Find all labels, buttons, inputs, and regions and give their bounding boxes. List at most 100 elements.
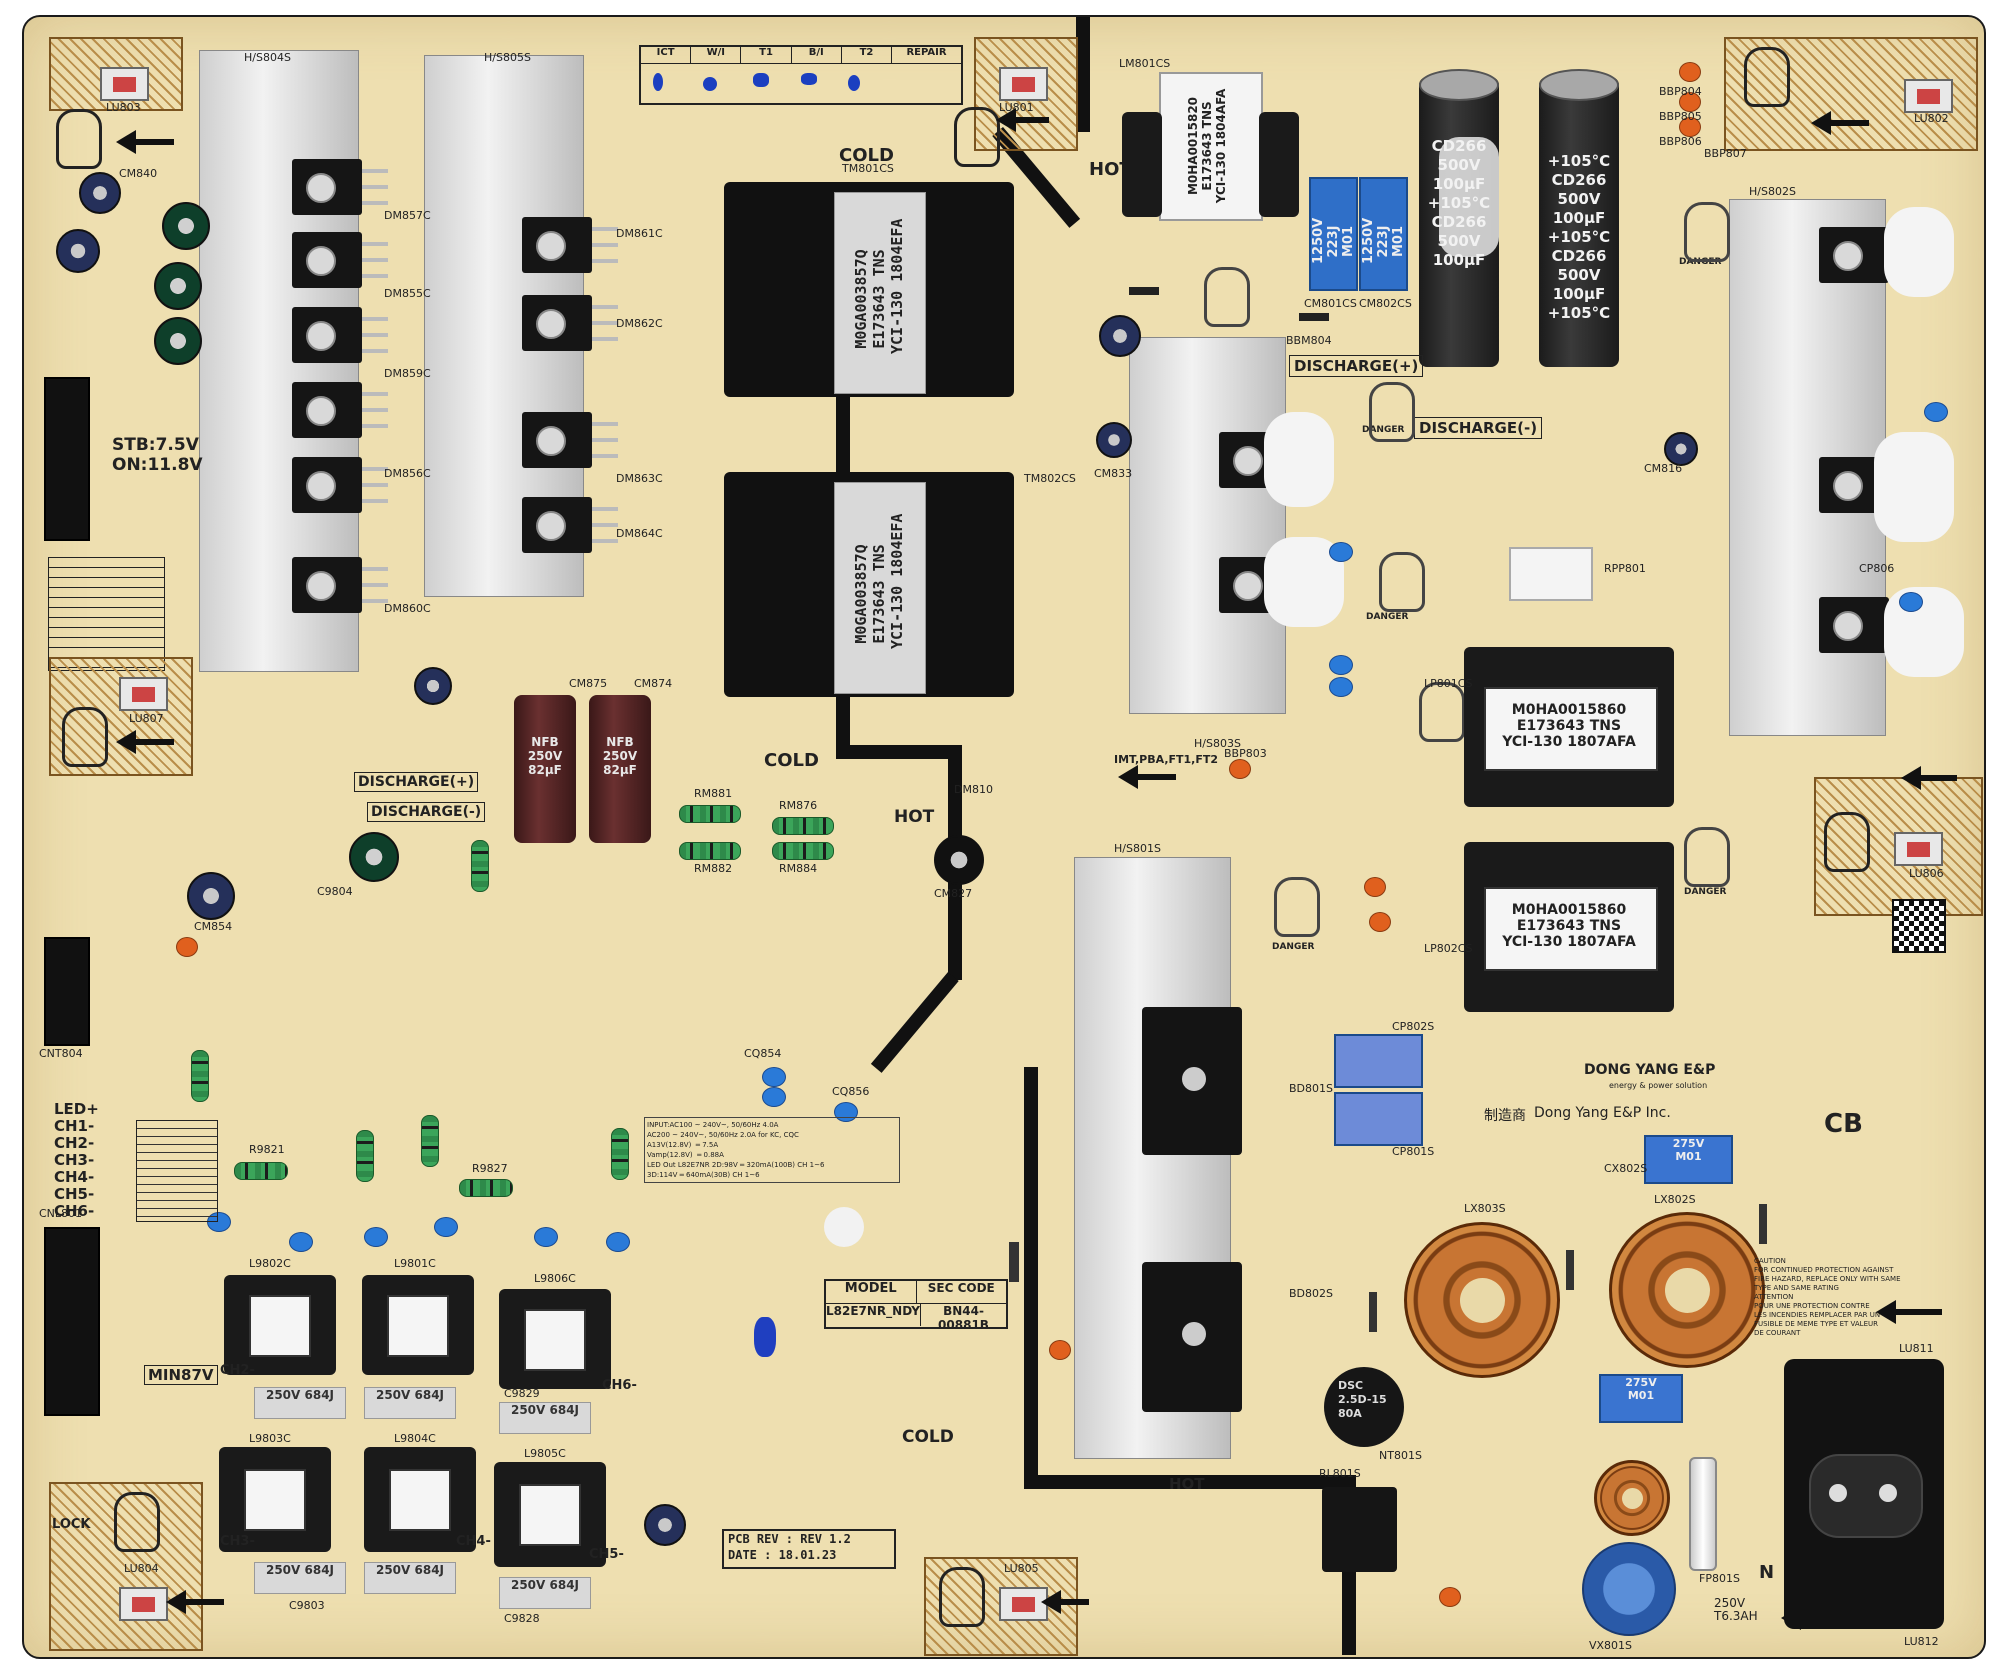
label-r9821: R9821: [249, 1143, 285, 1156]
label-l9806c: L9806C: [534, 1272, 576, 1285]
diode-4: [1369, 1292, 1377, 1332]
discharge-plus-label: DISCHARGE(+): [1289, 355, 1424, 377]
led-plus-label: LED+: [54, 1100, 99, 1118]
filmcap-2: 250V 684J: [364, 1387, 456, 1419]
ch6-label: CH6-: [602, 1378, 637, 1393]
label-hs803s: H/S803S: [1194, 737, 1241, 750]
transformer-tm801cs-label: M0GA003857Q E173643 TNS YCI-130 1804EFA: [852, 218, 906, 354]
channel-table: [136, 1120, 218, 1222]
danger-hand-icon: [1684, 827, 1730, 887]
table-header-wi: W/I: [691, 47, 742, 63]
inspection-mark-4: [801, 73, 817, 85]
mosfet-right-1: [1819, 227, 1889, 283]
cap-cm802cs: 1250V 223J M01: [1359, 177, 1408, 291]
mosfet-dm860c: [292, 557, 388, 613]
toroid-small: [1594, 1460, 1670, 1536]
cap-bbp803: [1229, 759, 1251, 779]
label-dm857c: DM857C: [384, 209, 431, 222]
mosfet-dm864c: [522, 497, 618, 553]
imt-label: IMT,PBA,FT1,FT2: [1114, 753, 1219, 766]
connector-cnl801: [44, 1227, 100, 1416]
table-header-t1: T1: [741, 47, 792, 63]
label-lu806: LU806: [1909, 867, 1944, 880]
cap-cm801cs: 1250V 223J M01: [1309, 177, 1358, 291]
ch-label-6: CH6-: [54, 1202, 95, 1220]
fuse-fp801s: [1689, 1457, 1717, 1571]
discharge-minus-left: DISCHARGE(-): [367, 802, 486, 822]
cap-c9874: [606, 1232, 630, 1252]
mosfet-dm859c: [292, 382, 388, 438]
label-c9804: C9804: [317, 885, 353, 898]
connector-lu805: [999, 1587, 1048, 1621]
cap-nfb-1-label: NFB 250V 82µF: [527, 735, 563, 777]
cap-blue-right-1: [1329, 542, 1353, 562]
thermistor-nt801s: DSC 2.5D-15 80A: [1324, 1367, 1404, 1447]
cap-cp802s: [1334, 1034, 1423, 1088]
resistor-rm881: [679, 805, 741, 823]
ch3-label: CH3-: [220, 1534, 255, 1549]
choke-lx803s: [1404, 1222, 1560, 1378]
hand-warning-icon: [114, 1492, 160, 1552]
label-cp806: CP806: [1859, 562, 1895, 575]
label-lm801cs: LM801CS: [1119, 57, 1171, 70]
resistor-vertical-2: [356, 1130, 374, 1182]
pcb-rev-line1: PCB REV : REV 1.2: [728, 1532, 851, 1546]
connector-lu801: [999, 67, 1048, 101]
cap-bbp804: [1679, 62, 1701, 82]
inspection-mark-5: [848, 75, 860, 91]
label-cm840: CM840: [119, 167, 158, 180]
label-cp801s: CP801S: [1392, 1145, 1435, 1158]
ch-label-1: CH1-: [54, 1117, 95, 1135]
label-l9801c: L9801C: [394, 1257, 436, 1270]
filmcap-3-label: 250V 684J: [510, 1403, 580, 1417]
danger-hand-icon: [1379, 552, 1425, 612]
resistor-rm884: [772, 842, 834, 860]
spec-text: INPUT:AC100 ~ 240V~, 50/60Hz 4.0A AC200 …: [644, 1117, 900, 1183]
resistor-rpp801: [1509, 547, 1593, 601]
inductor-l9801c: [362, 1275, 474, 1375]
arrow-left-icon: [1876, 1300, 1942, 1324]
filmcap-1: 250V 684J: [254, 1387, 346, 1419]
cap-nfb-2: NFB 250V 82µF: [589, 695, 651, 843]
filmcap-4: 250V 684J: [254, 1562, 346, 1594]
label-r9827: R9827: [472, 1162, 508, 1175]
cap-c9871: [364, 1227, 388, 1247]
brand-logo: DONG YANG E&P: [1584, 1062, 1716, 1078]
cold-label-mid: COLD: [764, 750, 819, 771]
resistor-r9827: [459, 1179, 513, 1197]
cap-orange-bottom-2: [1439, 1587, 1461, 1607]
min87v-label: MIN87V: [144, 1365, 218, 1385]
cap-cm827: [934, 835, 984, 885]
label-fp801s: FP801S: [1699, 1572, 1740, 1585]
cap-box-bottom: 275V M01: [1599, 1374, 1683, 1423]
label-rm881: RM881: [694, 787, 733, 800]
model-box: MODEL SEC CODE L82E7NR_NDY BN44-00881B: [824, 1279, 1008, 1332]
transformer-lp801cs-label: M0HA0015860 E173643 TNS YCI-130 1807AFA: [1502, 702, 1636, 750]
label-c9803: C9803: [289, 1599, 325, 1612]
inspection-table: ICT W/I T1 B/I T2 REPAIR: [639, 45, 963, 105]
cap-big-2: +105°C CD266 500V 100µF +105°C CD266 500…: [1539, 69, 1619, 367]
transformer-lm801cs-label: M0HA0015820 E173643 TNS YCI-130 1804AFA: [1186, 88, 1228, 204]
hand-warning-icon: [954, 107, 1000, 167]
cap-bbp805: [1679, 92, 1701, 112]
connector-lu803: [100, 67, 149, 101]
inspection-mark-1: [653, 73, 663, 91]
cap-orange-left: [176, 937, 198, 957]
mosfet-right-3: [1819, 597, 1889, 653]
connector-cnt804: [44, 937, 90, 1046]
label-hs802s: H/S802S: [1749, 185, 1796, 198]
inductor-l9806c: [499, 1289, 611, 1389]
label-cq854: CQ854: [744, 1047, 782, 1060]
hand-warning-icon: [56, 109, 102, 169]
label-cp802s: CP802S: [1392, 1020, 1435, 1033]
varistor-vx801s: [1582, 1542, 1676, 1636]
label-rpp801: RPP801: [1604, 562, 1646, 575]
arrow-left-icon: [996, 108, 1049, 132]
cap-box-bottom-label: 275V M01: [1625, 1376, 1657, 1402]
label-tm801cs: TM801CS: [842, 162, 894, 175]
mosfet-dm855c: [292, 232, 388, 288]
label-rm876: RM876: [779, 799, 818, 812]
cap-c9875: [534, 1227, 558, 1247]
filmcap-6: 250V 684J: [499, 1577, 591, 1609]
label-vx801s: VX801S: [1589, 1639, 1633, 1652]
